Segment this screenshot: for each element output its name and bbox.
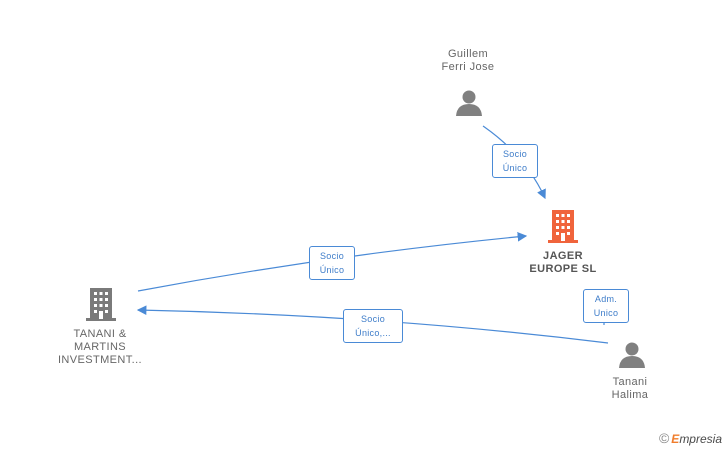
edge-label-line2: Unico (593, 308, 619, 318)
node-tanani-halima-name-line2: Halima (611, 389, 649, 401)
brand-initial: E (671, 432, 680, 446)
node-tanani-martins-name-line2: MARTINS (73, 341, 127, 353)
edge-label-line1: Socio (502, 149, 527, 159)
empresia-logo[interactable]: ©Empresia (659, 430, 722, 446)
node-jager-name-line1: JAGER (543, 250, 583, 262)
person-icon[interactable] (617, 340, 647, 370)
node-jager-label[interactable]: JAGER EUROPE SL (510, 250, 616, 276)
edge-label-line2: Único,... (355, 328, 391, 338)
edge-label-line1: Adm. (594, 294, 618, 304)
node-guillem-label[interactable]: Guillem Ferri Jose (418, 48, 518, 74)
node-tanani-martins-name-line3: INVESTMENT... (57, 354, 143, 366)
node-jager-name-line2: EUROPE SL (529, 263, 597, 275)
node-guillem-name-line1: Guillem (447, 48, 489, 60)
node-tanani-halima-label[interactable]: Tanani Halima (590, 376, 670, 402)
building-icon[interactable] (84, 286, 118, 322)
edge-label-line1: Socio (319, 251, 344, 261)
building-icon[interactable] (546, 208, 580, 244)
node-tanani-martins-label[interactable]: TANANI & MARTINS INVESTMENT... (48, 328, 152, 367)
person-icon[interactable] (454, 88, 484, 118)
node-guillem-name-line2: Ferri Jose (441, 61, 495, 73)
node-tanani-martins-name-line1: TANANI & (73, 328, 127, 340)
edge-label-halima-tanani-martins[interactable]: Socio Único,... (343, 309, 403, 343)
edge-label-line2: Único (502, 163, 528, 173)
edge-label-guillem-jager[interactable]: Socio Único (492, 144, 538, 178)
edge-label-line1: Socio (360, 314, 385, 324)
copyright-symbol: © (658, 430, 670, 446)
edge-label-tanani-martins-jager[interactable]: Socio Único (309, 246, 355, 280)
brand-name: mpresia (679, 432, 722, 446)
edge-label-line2: Único (319, 265, 345, 275)
edge-label-halima-jager[interactable]: Adm. Unico (583, 289, 629, 323)
node-tanani-halima-name-line1: Tanani (612, 376, 648, 388)
